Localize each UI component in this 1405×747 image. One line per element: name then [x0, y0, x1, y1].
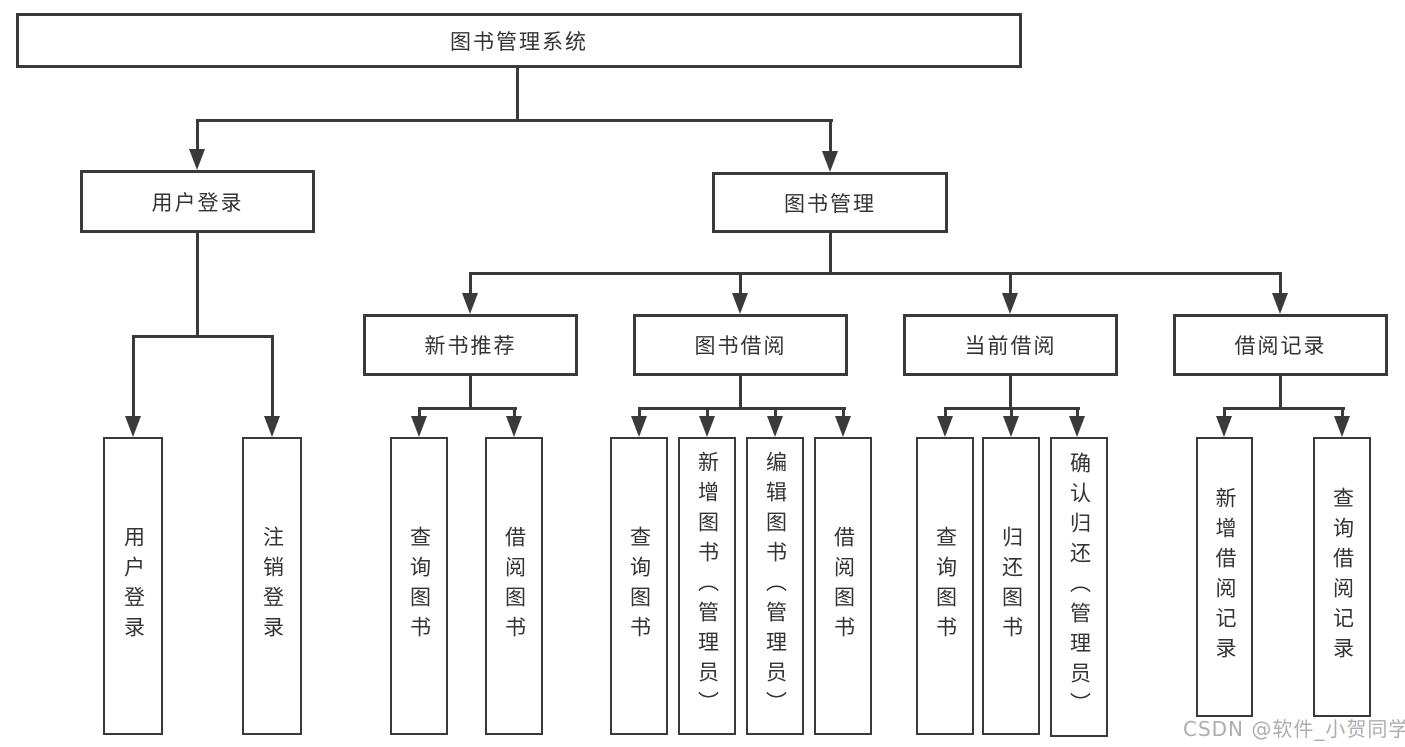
arrowhead-icon [1003, 416, 1019, 437]
arrow-leaf [842, 409, 845, 417]
arrowhead-icon [125, 416, 141, 437]
connector-book-management-drop [829, 233, 832, 272]
arrowhead-icon [1272, 293, 1288, 314]
arrow-leaf [774, 409, 777, 417]
connector-user-login-spread [132, 335, 274, 338]
arrowhead-icon [264, 416, 280, 437]
leaf-edit-books-admin: 编辑图书（管理员） [746, 437, 804, 735]
arrowhead-icon [835, 416, 851, 437]
arrowhead-icon [699, 416, 715, 437]
node-borrow-records: 借阅记录 [1173, 314, 1388, 376]
arrow-to-borrow-records [1279, 274, 1282, 294]
leaf-add-books-admin: 新增图书（管理员） [678, 437, 736, 735]
connector-root-drop [516, 67, 519, 119]
arrowhead-icon [189, 149, 205, 170]
csdn-watermark: CSDN @软件_小贺同学 [1183, 717, 1405, 741]
arrow-leaf [1076, 409, 1079, 417]
arrow-leaf [513, 409, 516, 417]
node-book-borrow: 图书借阅 [633, 314, 848, 376]
leaf-query-books-current: 查询图书 [916, 437, 974, 735]
node-user-login: 用户登录 [80, 170, 315, 233]
arrowhead-icon [1002, 293, 1018, 314]
leaf-confirm-return-admin: 确认归还（管理员） [1050, 437, 1108, 737]
arrowhead-icon [1216, 416, 1232, 437]
connector-borrow-records-spread [1223, 407, 1345, 410]
arrow-leaf [638, 409, 641, 417]
leaf-return-books: 归还图书 [982, 437, 1040, 735]
arrow-leaf [944, 409, 947, 417]
leaf-borrow-books: 借阅图书 [814, 437, 872, 735]
arrow-to-current-borrow [1009, 274, 1012, 294]
connector-new-book-spread [418, 407, 517, 410]
arrow-to-user-login [196, 121, 199, 151]
connector-borrow-records-drop [1279, 376, 1282, 407]
leaf-query-borrow-record: 查询借阅记录 [1313, 437, 1371, 717]
arrowhead-icon [1069, 416, 1085, 437]
node-current-borrow: 当前借阅 [903, 314, 1118, 376]
arrowhead-icon [631, 416, 647, 437]
arrow-to-leaf-logout [271, 337, 274, 416]
leaf-logout-login: 注销登录 [242, 437, 302, 735]
leaf-user-login: 用户登录 [103, 437, 163, 735]
leaf-query-books-recommend: 查询图书 [390, 437, 448, 735]
arrow-leaf [1010, 409, 1013, 417]
arrow-to-book-borrow [739, 274, 742, 294]
connector-user-login-drop [196, 233, 199, 335]
arrow-to-book-management [829, 121, 832, 153]
node-book-management: 图书管理 [712, 172, 948, 233]
arrow-to-leaf-user-login [132, 337, 135, 416]
arrowhead-icon [822, 151, 838, 172]
leaf-borrow-books-recommend: 借阅图书 [485, 437, 543, 735]
connector-root-spread [196, 119, 833, 122]
arrowhead-icon [411, 416, 427, 437]
connector-current-borrow-spread [944, 407, 1080, 410]
arrowhead-icon [732, 293, 748, 314]
arrow-leaf [1223, 409, 1226, 417]
arrow-leaf [706, 409, 709, 417]
arrowhead-icon [1334, 416, 1350, 437]
connector-current-borrow-drop [1009, 376, 1012, 407]
arrow-leaf [1341, 409, 1344, 417]
leaf-query-books-borrow: 查询图书 [610, 437, 668, 735]
arrowhead-icon [462, 293, 478, 314]
node-root: 图书管理系统 [16, 13, 1022, 68]
arrowhead-icon [506, 416, 522, 437]
leaf-add-borrow-record: 新增借阅记录 [1196, 437, 1253, 717]
arrow-to-new-book-recommend [469, 274, 472, 294]
arrowhead-icon [937, 416, 953, 437]
connector-new-book-drop [469, 376, 472, 407]
connector-book-borrow-spread [638, 407, 846, 410]
arrowhead-icon [767, 416, 783, 437]
arrow-leaf [418, 409, 421, 417]
node-new-book-recommend: 新书推荐 [363, 314, 578, 376]
connector-book-management-spread [469, 272, 1282, 275]
connector-book-borrow-drop [739, 376, 742, 407]
